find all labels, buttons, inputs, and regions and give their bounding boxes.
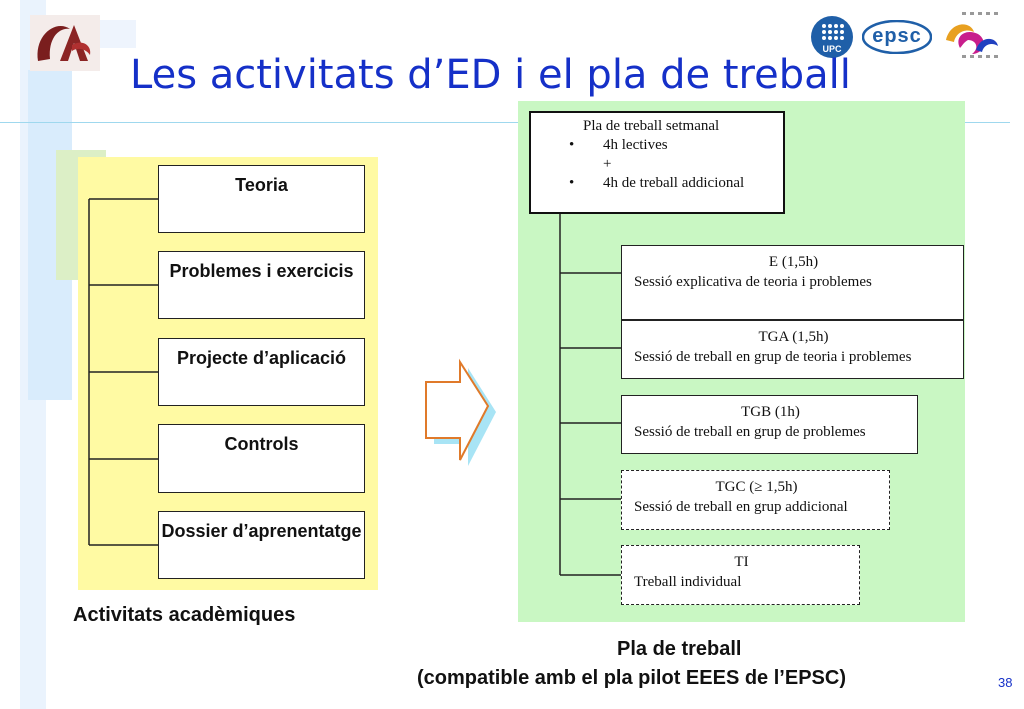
session-description: Sessió de treball en grup de teoria i pr… — [634, 349, 912, 365]
session-code: E (1,5h) — [768, 254, 819, 270]
session-box-e: E (1,5h) Sessió explicativa de teoria i … — [621, 245, 964, 320]
weekly-plan-item: • 4h lectives — [555, 136, 773, 155]
page-number: 38 — [998, 675, 1013, 690]
session-box-tgc: TGC (≥ 1,5h) Sessió de treball en grup a… — [621, 470, 890, 530]
activity-box-dossier: Dossier d’aprenentatge — [158, 511, 365, 579]
weekly-plan-item: • 4h de treball addicional — [555, 174, 773, 193]
weekly-plan-item-text: 4h de treball addicional — [603, 175, 745, 191]
weekly-plan-plus: + — [603, 156, 612, 172]
upc-logo-text: UPC — [822, 44, 842, 54]
bullet-icon: • — [569, 175, 575, 191]
session-description: Sessió de treball en grup addicional — [634, 499, 848, 515]
session-code: TGC (≥ 1,5h) — [715, 479, 798, 495]
session-box-tga: TGA (1,5h) Sessió de treball en grup de … — [621, 320, 964, 379]
session-code: TI — [734, 554, 749, 570]
epsc-logo-icon: epsc — [862, 20, 932, 54]
activity-box-projecte: Projecte d’aplicació — [158, 338, 365, 406]
session-description: Sessió explicativa de teoria i problemes — [634, 274, 872, 290]
session-code: TGA (1,5h) — [758, 329, 829, 345]
weekly-plan-box: Pla de treball setmanal • 4h lectives + •… — [529, 111, 785, 214]
institution-logo-icon — [30, 15, 100, 71]
activity-box-controls: Controls — [158, 424, 365, 493]
academic-activities-caption: Activitats acadèmiques — [73, 604, 296, 626]
upc-logo-icon: UPC — [810, 15, 854, 59]
session-box-tgb: TGB (1h) Sessió de treball en grup de pr… — [621, 395, 918, 454]
work-plan-subcaption: (compatible amb el pla pilot EEES de l’E… — [417, 667, 846, 689]
epsc-logo-text: epsc — [872, 25, 922, 47]
bullet-icon: • — [569, 137, 575, 153]
page-title: Les activitats d’ED i el pla de treball — [130, 52, 851, 98]
activity-box-problemes: Problemes i exercicis — [158, 251, 365, 319]
session-code: TGB (1h) — [741, 404, 800, 420]
session-box-ti: TI Treball individual — [621, 545, 860, 605]
session-description: Sessió de treball en grup de problemes — [634, 424, 866, 440]
weekly-plan-heading: Pla de treball setmanal — [583, 118, 720, 134]
work-plan-caption: Pla de treball — [617, 638, 742, 660]
e-logo-icon — [940, 10, 1004, 60]
right-arrow-icon — [425, 358, 496, 466]
activity-box-teoria: Teoria — [158, 165, 365, 233]
weekly-plan-item-text: 4h lectives — [603, 137, 668, 153]
title-underline — [0, 122, 1010, 123]
session-description: Treball individual — [634, 574, 742, 590]
